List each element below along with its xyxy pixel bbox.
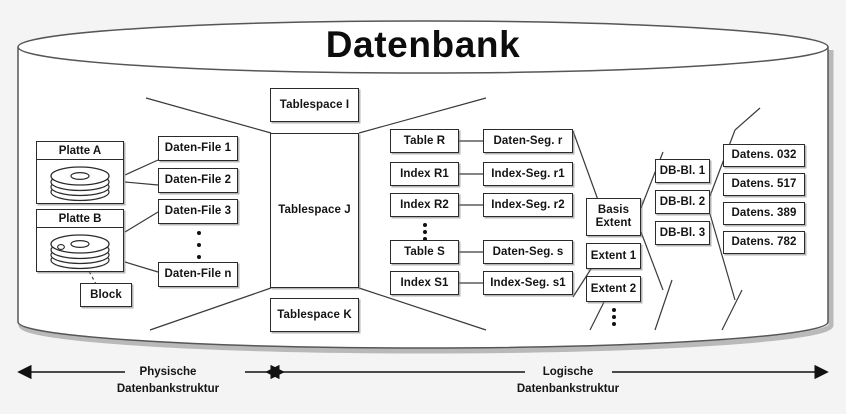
connector-rec-top-extra xyxy=(734,107,761,131)
extent-basis-line2: Extent xyxy=(595,217,632,229)
object-index-r2[interactable]: Index R2 xyxy=(390,193,459,217)
connector-ts-top xyxy=(358,97,487,134)
diagram-title: Datenbank xyxy=(325,24,521,65)
connector-files-bottom xyxy=(149,287,272,331)
extent-basis[interactable]: Basis Extent xyxy=(586,198,641,236)
segment-index-r2[interactable]: Index-Seg. r2 xyxy=(483,193,573,217)
segment-daten-s[interactable]: Daten-Seg. s xyxy=(483,240,573,264)
connector-ts-bottom xyxy=(358,287,487,331)
connector-platteA-file1 xyxy=(124,159,159,176)
connector-dbbl-rec-bottom xyxy=(709,213,736,301)
axis-logical-line2: Datenbankstruktur xyxy=(516,382,620,395)
object-index-r1[interactable]: Index R1 xyxy=(390,162,459,186)
connector-extent-dbbl-bottom xyxy=(640,231,664,291)
disk-stack-icon xyxy=(37,160,123,205)
object-ellipsis xyxy=(422,223,427,241)
connector-platteB-file3 xyxy=(124,211,159,233)
object-table-s[interactable]: Table S xyxy=(390,240,459,264)
extent-2[interactable]: Extent 2 xyxy=(586,276,641,302)
data-file-ellipsis xyxy=(196,231,201,259)
tablespace-k[interactable]: Tablespace K xyxy=(270,298,359,332)
disk-stack-icon xyxy=(37,228,123,273)
record-389[interactable]: Datens. 389 xyxy=(723,202,805,225)
record-032[interactable]: Datens. 032 xyxy=(723,144,805,167)
connector-dbbl-fan-lower xyxy=(654,279,673,331)
disk-platte-b-label: Platte B xyxy=(37,210,123,228)
connector-platteB-filen xyxy=(124,261,159,273)
data-file-3[interactable]: Daten-File 3 xyxy=(158,199,238,224)
data-file-n[interactable]: Daten-File n xyxy=(158,262,238,287)
object-index-s1[interactable]: Index S1 xyxy=(390,271,459,295)
connector-rec-fan-lower xyxy=(721,289,743,331)
axis-caption-logical: Logische Datenbankstruktur xyxy=(488,364,648,397)
disk-platte-a-label: Platte A xyxy=(37,142,123,160)
cylinder-shadow xyxy=(18,50,834,354)
segment-index-s1[interactable]: Index-Seg. s1 xyxy=(483,271,573,295)
disk-platte-a[interactable]: Platte A xyxy=(36,141,124,204)
object-table-r[interactable]: Table R xyxy=(390,129,459,153)
block-box[interactable]: Block xyxy=(80,283,132,307)
axis-physical-line1: Physische xyxy=(139,366,197,378)
axis-logical-line1: Logische xyxy=(542,366,594,378)
db-block-1[interactable]: DB-Bl. 1 xyxy=(655,159,710,183)
axis-physical-line2: Datenbankstruktur xyxy=(116,382,220,395)
connector-platteA-file2 xyxy=(124,181,159,186)
extent-basis-line1: Basis xyxy=(597,203,630,216)
axis-caption-physical: Physische Datenbankstruktur xyxy=(88,364,248,397)
db-block-3[interactable]: DB-Bl. 3 xyxy=(655,221,710,245)
segment-index-r1[interactable]: Index-Seg. r1 xyxy=(483,162,573,186)
data-file-1[interactable]: Daten-File 1 xyxy=(158,136,238,161)
tablespace-i[interactable]: Tablespace I xyxy=(270,88,359,122)
cylinder-top xyxy=(17,20,829,74)
connector-lines xyxy=(71,97,761,331)
tablespace-j[interactable]: Tablespace J xyxy=(270,133,359,288)
connector-seg-extent-top xyxy=(572,130,599,201)
segment-daten-r[interactable]: Daten-Seg. r xyxy=(483,129,573,153)
disk-platte-b[interactable]: Platte B xyxy=(36,209,124,272)
extent-ellipsis xyxy=(611,308,616,326)
extent-1[interactable]: Extent 1 xyxy=(586,243,641,269)
connector-files-top xyxy=(145,97,272,134)
connector-dbbl-rec-top xyxy=(709,129,736,197)
record-782[interactable]: Datens. 782 xyxy=(723,231,805,254)
data-file-2[interactable]: Daten-File 2 xyxy=(158,168,238,193)
db-block-2[interactable]: DB-Bl. 2 xyxy=(655,190,710,214)
record-517[interactable]: Datens. 517 xyxy=(723,173,805,196)
